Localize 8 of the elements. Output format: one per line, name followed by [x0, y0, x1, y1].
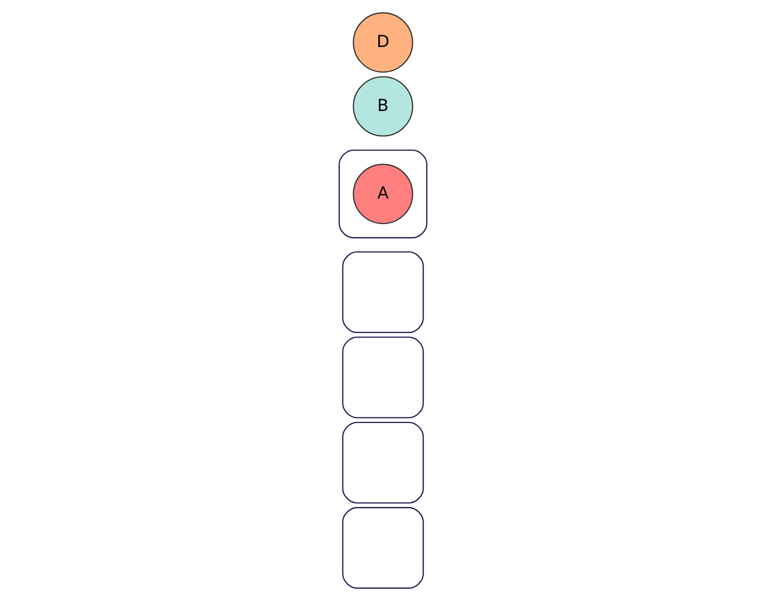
- node-box: [342, 336, 424, 418]
- cluster: [338, 150, 428, 238]
- node-circle: A: [352, 164, 414, 224]
- node-box: [342, 422, 424, 504]
- node-circle: B: [352, 76, 414, 137]
- node-box: [342, 507, 424, 589]
- node-box: [342, 251, 424, 334]
- node-circle: D: [352, 12, 414, 73]
